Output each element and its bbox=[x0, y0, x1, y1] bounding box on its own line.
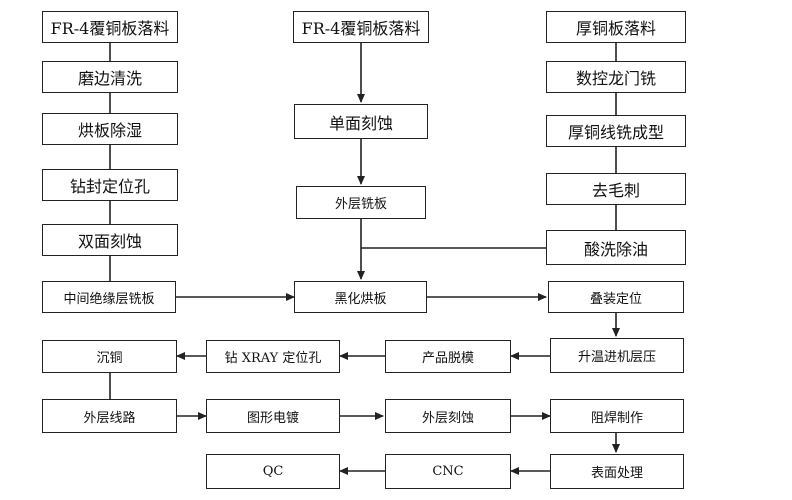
step-outer-etching: 外层刻蚀 bbox=[385, 399, 511, 433]
node-label: 单面刻蚀 bbox=[328, 113, 393, 133]
step-qc: QC bbox=[206, 454, 340, 489]
node-label: 烘板除湿 bbox=[77, 121, 142, 140]
step-single-side-etching: 单面刻蚀 bbox=[294, 104, 428, 139]
step-outer-layer-milling: 外层铣板 bbox=[296, 186, 426, 219]
node-label: FR-4覆铜板落料 bbox=[301, 19, 421, 38]
step-cnc: CNC bbox=[385, 454, 511, 489]
node-label: 图形电镀 bbox=[246, 410, 299, 426]
node-label: 厚铜板落料 bbox=[575, 19, 656, 38]
node-label: 沉铜 bbox=[96, 351, 123, 366]
node-label: 数控龙门铣 bbox=[575, 69, 656, 88]
node-label: FR-4覆铜板落料 bbox=[50, 19, 170, 38]
node-label: 阻焊制作 bbox=[590, 410, 643, 426]
step-double-side-etching: 双面刻蚀 bbox=[42, 224, 178, 256]
node-label: 酸洗除油 bbox=[583, 239, 648, 259]
node-label: 去毛刺 bbox=[591, 181, 640, 200]
node-label: 外层线路 bbox=[83, 410, 136, 426]
node-label: 钻 XRAY 定位孔 bbox=[224, 351, 322, 366]
node-label: CNC bbox=[432, 464, 464, 479]
step-product-demolding: 产品脱模 bbox=[385, 340, 511, 373]
step-pattern-plating: 图形电镀 bbox=[206, 399, 340, 433]
node-label: 外层刻蚀 bbox=[421, 410, 474, 426]
step-heating-lamination: 升温进机层压 bbox=[550, 338, 684, 373]
node-label: 表面处理 bbox=[590, 466, 643, 481]
node-label: 钻封定位孔 bbox=[69, 177, 150, 196]
step-middle-insulation-milling: 中间绝缘层铣板 bbox=[42, 281, 176, 313]
node-label: QC bbox=[262, 464, 284, 479]
step-thick-copper-cutting: 厚铜板落料 bbox=[546, 11, 686, 43]
node-label: 磨边清洗 bbox=[77, 69, 142, 88]
node-label: 厚铜线铣成型 bbox=[567, 123, 664, 142]
step-edge-grinding-cleaning: 磨边清洗 bbox=[42, 61, 178, 93]
step-solder-mask: 阻焊制作 bbox=[550, 399, 684, 433]
node-label: 产品脱模 bbox=[421, 351, 474, 366]
step-surface-treatment: 表面处理 bbox=[550, 454, 684, 489]
step-thick-copper-line-milling: 厚铜线铣成型 bbox=[546, 115, 686, 147]
step-cnc-gantry-milling: 数控龙门铣 bbox=[546, 61, 686, 93]
step-fr4-cutting-middle: FR-4覆铜板落料 bbox=[293, 11, 429, 43]
step-blackening-baking: 黑化烘板 bbox=[294, 281, 427, 313]
node-label: 双面刻蚀 bbox=[77, 232, 142, 251]
node-label: 升温进机层压 bbox=[577, 350, 656, 365]
step-drill-xray-hole: 钻 XRAY 定位孔 bbox=[206, 340, 340, 373]
node-label: 中间绝缘层铣板 bbox=[63, 291, 155, 307]
step-baking-dehumidify: 烘板除湿 bbox=[42, 113, 178, 145]
step-drill-locating-hole: 钻封定位孔 bbox=[42, 169, 178, 201]
step-deburring: 去毛刺 bbox=[546, 173, 686, 205]
node-label: 外层铣板 bbox=[334, 197, 387, 212]
step-outer-circuit: 外层线路 bbox=[42, 399, 177, 433]
node-label: 黑化烘板 bbox=[334, 291, 387, 307]
step-fr4-cutting-left: FR-4覆铜板落料 bbox=[42, 11, 178, 43]
step-copper-deposition: 沉铜 bbox=[42, 340, 177, 373]
node-label: 叠装定位 bbox=[589, 291, 642, 307]
step-stacking-positioning: 叠装定位 bbox=[548, 281, 684, 313]
step-pickling-degreasing: 酸洗除油 bbox=[546, 230, 686, 265]
